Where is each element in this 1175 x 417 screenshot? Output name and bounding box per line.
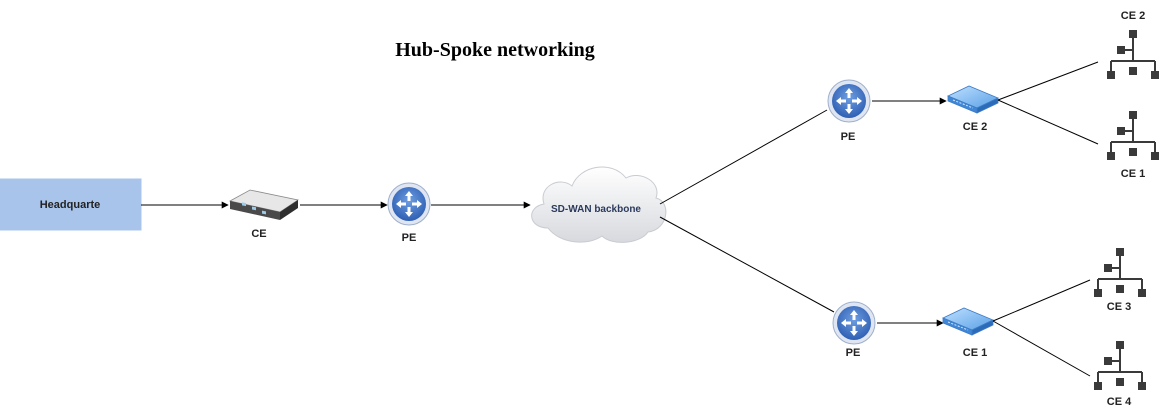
headquarters-box[interactable]: Headquarte (0, 178, 142, 231)
branch-top-pe-label: PE (841, 131, 856, 143)
link-backbone-pe-bottom (659, 216, 835, 313)
branch-bottom-switch-label: CE 1 (963, 347, 987, 359)
branch-top-router-icon[interactable] (827, 79, 871, 123)
hub-pe-label: PE (402, 232, 417, 244)
link-switch-site-ce3 (992, 279, 1091, 322)
branch-top-switch-label: CE 2 (963, 121, 987, 133)
hub-ce-label: CE (251, 228, 266, 240)
backbone-label: SD-WAN backbone (551, 204, 641, 215)
branch-top-switch-icon[interactable] (947, 85, 999, 114)
branch-bottom-router-icon[interactable] (832, 301, 876, 345)
branch-bottom-pe-label: PE (846, 347, 861, 359)
site-network-icon[interactable] (1093, 340, 1147, 391)
ce-device-icon[interactable] (228, 189, 300, 220)
site-network-icon[interactable] (1093, 247, 1147, 298)
page-title: Hub-Spoke networking (395, 39, 595, 61)
site-ce1-label: CE 1 (1121, 168, 1145, 180)
site-ce3-label: CE 3 (1107, 301, 1131, 313)
site-ce2-label: CE 2 (1121, 10, 1145, 22)
branch-bottom-switch-icon[interactable] (942, 307, 994, 336)
site-ce4-label: CE 4 (1107, 396, 1132, 408)
headquarters-label: Headquarte (40, 199, 101, 211)
cloud-icon[interactable]: SD-WAN backbone (531, 166, 667, 243)
link-switch-site-ce4 (992, 320, 1091, 377)
link-backbone-pe-top (659, 109, 828, 205)
hub-router-icon[interactable] (387, 182, 431, 226)
link-switch-site-ce2 (997, 61, 1099, 101)
site-network-icon[interactable] (1106, 110, 1160, 161)
site-network-icon[interactable] (1106, 29, 1160, 80)
link-switch-site-ce1 (997, 99, 1099, 145)
